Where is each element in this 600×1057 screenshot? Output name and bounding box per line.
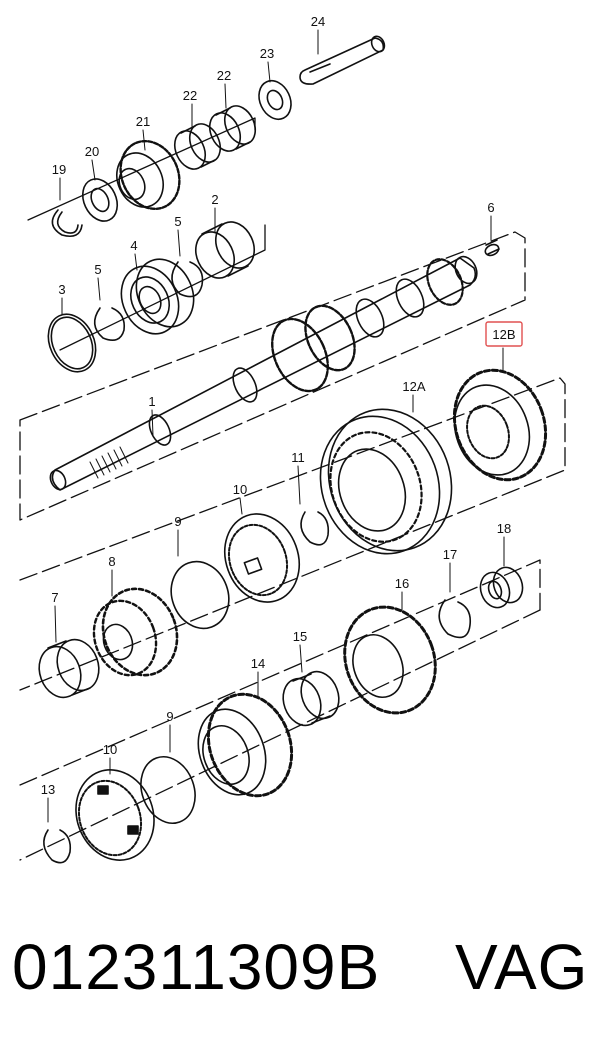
callout-11: 11 [291, 450, 305, 465]
needle-bearing-part-15 [282, 670, 340, 727]
circlip-part-5b [93, 307, 126, 341]
spring-ring-part-9b [140, 756, 196, 824]
ball-bearing-part-4 [120, 258, 195, 335]
callout-22b: 22 [183, 88, 197, 103]
callout-16: 16 [395, 576, 409, 591]
brand-label: VAG [455, 931, 589, 1003]
circlip-part-13 [43, 829, 72, 864]
part-number: 012311309B [12, 931, 381, 1003]
leader-10a [239, 497, 243, 515]
callout-6: 6 [487, 200, 494, 215]
callout-10a: 10 [233, 482, 247, 497]
gear-part-12B [452, 368, 548, 482]
gear-part-16 [343, 605, 437, 715]
callout-19: 19 [52, 162, 66, 177]
callout-12B: 12B [492, 327, 515, 342]
spring-ring-part-9a [170, 560, 230, 630]
callout-21: 21 [136, 114, 150, 129]
callout-12A: 12A [402, 379, 425, 394]
leader-7 [54, 605, 57, 643]
callout-5b: 5 [94, 262, 101, 277]
highlight-box-12B [485, 321, 523, 347]
callout-15: 15 [293, 629, 307, 644]
synchro-hub-part-10b [75, 769, 155, 861]
leader-5a [177, 229, 181, 257]
gear-part-8 [92, 587, 179, 677]
leader-1 [151, 409, 154, 437]
group-frame-middle [19, 377, 566, 691]
gear-part-21 [116, 139, 181, 211]
callout-4: 4 [130, 238, 137, 253]
circlip-part-11 [300, 511, 330, 546]
leader-21 [142, 129, 146, 151]
callout-8: 8 [108, 554, 115, 569]
callout-2: 2 [211, 192, 218, 207]
circlip-part-5a [171, 261, 204, 298]
callout-5a: 5 [174, 214, 181, 229]
callout-14: 14 [251, 656, 265, 671]
leader-11 [297, 465, 301, 505]
group-frame-shaft [19, 231, 526, 521]
dowel-part-6 [484, 239, 500, 257]
callout-9a: 9 [174, 514, 181, 529]
leader-20 [91, 159, 96, 181]
ring-part-3 [47, 313, 97, 373]
leader-4 [134, 253, 138, 271]
needle-bearing-part-2 [194, 221, 256, 279]
callout-23: 23 [260, 46, 274, 61]
callout-1: 1 [148, 394, 155, 409]
leader-5b [97, 277, 101, 301]
needle-bearing-part-22b [173, 123, 222, 170]
exploded-gear-diagram: 24 23 22 22 21 20 19 6 2 5 4 5 3 12B 1 1… [19, 14, 566, 864]
needle-bearing-part-22a [208, 105, 257, 152]
synchro-hub-part-10a [224, 513, 300, 603]
callout-18: 18 [497, 521, 511, 536]
leader-23 [267, 61, 271, 83]
callout-7: 7 [51, 590, 58, 605]
leader-22a [224, 83, 227, 109]
callout-13: 13 [41, 782, 55, 797]
pin-part-24 [299, 35, 386, 85]
synchro-sleeve-part-12A [319, 408, 453, 555]
callout-24: 24 [311, 14, 325, 29]
callout-10b: 10 [103, 742, 117, 757]
callout-20: 20 [85, 144, 99, 159]
group-frame-bottom [19, 559, 541, 861]
callout-9b: 9 [166, 709, 173, 724]
needle-bearing-part-7 [38, 638, 100, 699]
bearing-part-18 [479, 566, 524, 609]
footer: 012311309B VAG [0, 920, 600, 1040]
circlip-part-17 [438, 599, 472, 639]
main-shaft-part-1 [49, 255, 478, 491]
washer-part-23 [258, 79, 292, 121]
callout-17: 17 [443, 547, 457, 562]
circlip-part-19 [51, 209, 83, 238]
leader-15 [299, 644, 303, 673]
gear-part-14 [197, 692, 294, 798]
washer-part-20 [81, 178, 119, 222]
callout-22a: 22 [217, 68, 231, 83]
callout-3: 3 [58, 282, 65, 297]
